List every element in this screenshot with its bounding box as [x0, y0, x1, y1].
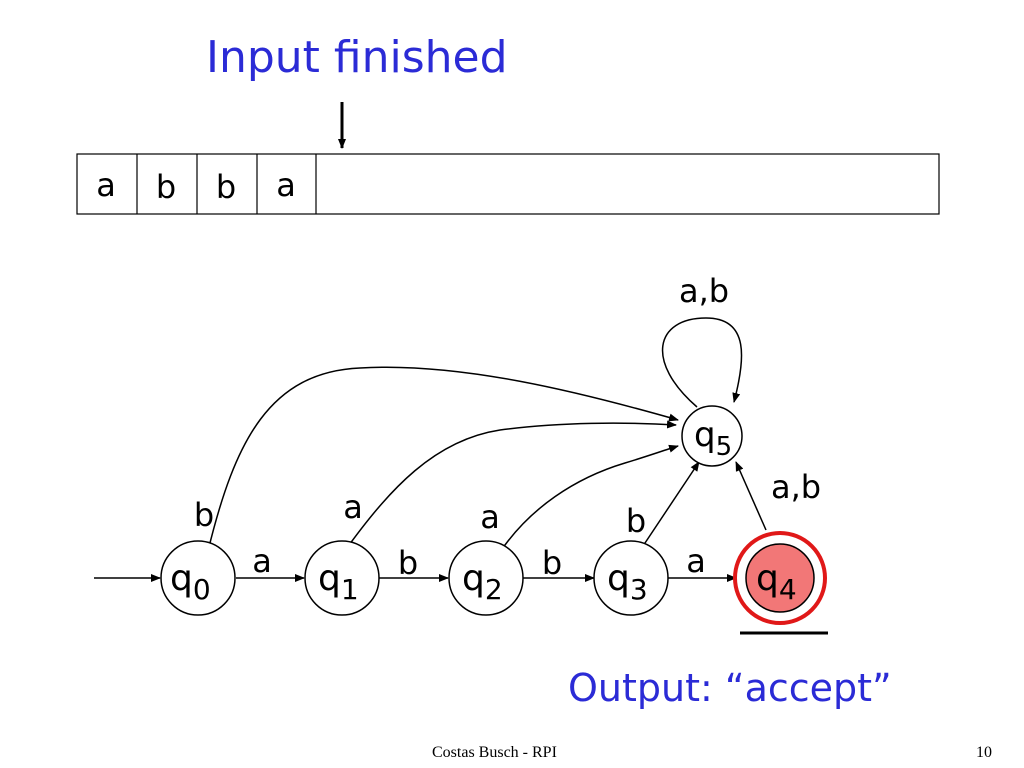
tape-cell-3: b — [216, 168, 236, 206]
label-q2-q3: b — [542, 544, 562, 582]
state-subscript: 0 — [193, 573, 211, 606]
label-q4-q5: a,b — [771, 468, 821, 506]
input-tape: a b b a — [76, 153, 940, 215]
state-subscript: 4 — [779, 573, 797, 606]
svg-text:q2: q2 — [462, 558, 503, 606]
state-q4-accepting: q4 — [733, 531, 827, 625]
state-label: q — [170, 558, 193, 599]
state-q5: q5 — [681, 405, 743, 467]
output-text: Output: “accept” — [568, 666, 892, 710]
state-subscript: 5 — [716, 432, 733, 462]
edge-q4-q5 — [735, 461, 767, 531]
edge-q1-q5 — [343, 420, 677, 553]
label-q0-q1: a — [252, 542, 272, 580]
state-label: q — [694, 415, 716, 455]
label-q2-q5: a — [480, 498, 500, 536]
svg-text:q5: q5 — [694, 415, 732, 462]
state-label: q — [607, 558, 630, 599]
svg-text:q0: q0 — [170, 558, 211, 606]
page-number: 10 — [976, 744, 992, 761]
state-label: q — [462, 558, 485, 599]
state-q3: q3 — [593, 540, 669, 616]
state-q1: q1 — [304, 540, 380, 616]
state-subscript: 1 — [341, 573, 359, 606]
state-subscript: 2 — [485, 573, 503, 606]
state-q0: q0 — [160, 540, 236, 616]
edge-q5-loop — [661, 317, 743, 408]
edge-q0-q5 — [207, 366, 679, 552]
state-label: q — [318, 558, 341, 599]
svg-text:q3: q3 — [607, 558, 648, 606]
footer-credit: Costas Busch - RPI — [432, 744, 557, 761]
svg-text:q1: q1 — [318, 558, 359, 606]
state-label: q — [756, 558, 779, 599]
state-q2: q2 — [448, 540, 524, 616]
tape-cell-2: b — [156, 168, 176, 206]
label-q1-q5: a — [343, 488, 363, 526]
tape-cell-4: a — [276, 166, 296, 204]
svg-text:q4: q4 — [756, 558, 797, 606]
label-q3-q5: b — [626, 502, 646, 540]
edge-q2-q5 — [499, 444, 679, 553]
state-subscript: 3 — [630, 573, 648, 606]
label-q1-q2: b — [398, 544, 418, 582]
tape-cell-1: a — [96, 166, 116, 204]
label-q3-q4: a — [686, 542, 706, 580]
edge-q3-q5 — [638, 461, 700, 553]
slide-title: Input finished — [206, 32, 508, 83]
label-q5-loop: a,b — [679, 272, 729, 310]
label-q0-q5: b — [194, 496, 214, 534]
